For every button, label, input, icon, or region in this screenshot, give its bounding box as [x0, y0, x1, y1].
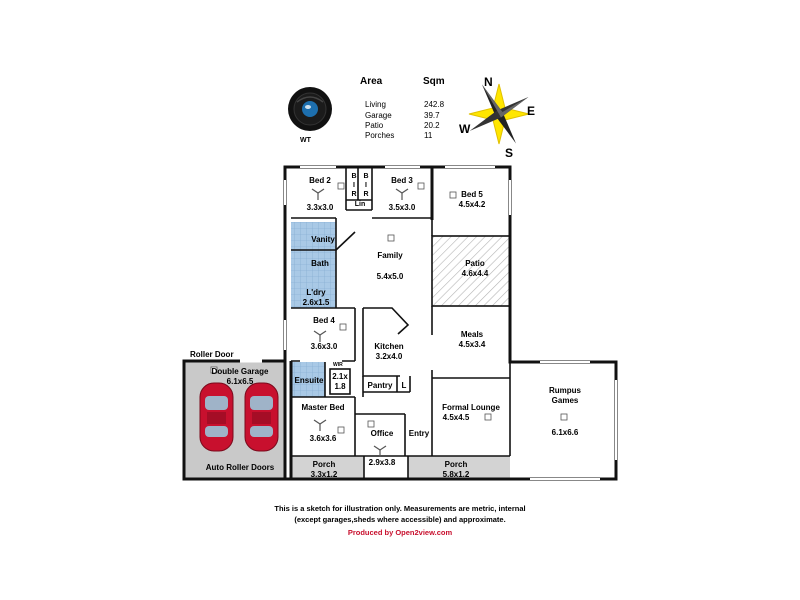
garage-doors-label: Auto Roller Doors: [205, 463, 275, 472]
patio-hatch: [432, 236, 510, 306]
bath-label: Bath: [311, 259, 329, 268]
disclaimer-line-2: (except garages,sheds where accessible) …: [294, 515, 506, 524]
porch2-size: 5.8x1.2: [442, 470, 470, 479]
compass-s: S: [505, 146, 513, 160]
formal-size: 4.5x4.5: [442, 413, 470, 422]
pantry-label: Pantry: [367, 381, 393, 390]
wt-logo-icon: [288, 87, 332, 131]
area-row-garage: Garage 39.7: [365, 111, 440, 120]
ensuite-label: Ensuite: [294, 376, 324, 385]
wet-area-ensuite: [291, 362, 325, 397]
wir-size-a: 2.1x: [332, 372, 348, 381]
area-row-patio: Patio 20.2: [365, 121, 440, 130]
car-left-icon: [199, 382, 234, 452]
area-header: Area: [360, 76, 383, 87]
ceiling-fan-icons: [311, 188, 409, 457]
area-row-porches: Porches 11: [365, 131, 433, 140]
porch2-label: Porch: [444, 460, 468, 469]
garage-label: Double Garage: [211, 367, 269, 376]
wet-area-bath-laundry: [291, 222, 336, 308]
compass-w: W: [459, 122, 471, 136]
entry-label: Entry: [408, 429, 430, 438]
roller-door-label: Roller Door: [190, 350, 234, 359]
car-right-icon: [244, 382, 279, 452]
meals-label: Meals: [460, 330, 484, 339]
porch1-label: Porch: [312, 460, 336, 469]
master-label: Master Bed: [301, 403, 345, 412]
vanity-label: Vanity: [311, 235, 335, 244]
bed2-size: 3.3x3.0: [306, 203, 334, 212]
patio-label: Patio: [465, 259, 485, 268]
interior-walls: [291, 167, 511, 479]
formal-label: Formal Lounge: [442, 403, 500, 412]
patio-size: 4.6x4.4: [461, 269, 489, 278]
porch-1-floor: [291, 456, 364, 478]
bed4-label: Bed 4: [313, 316, 335, 325]
wir-size-b: 1.8: [334, 382, 346, 391]
master-size: 3.6x3.6: [309, 434, 337, 443]
wt-logo: [287, 86, 333, 132]
detector-icons: [210, 182, 568, 434]
meals-size: 4.5x3.4: [458, 340, 486, 349]
ldry-size: 2.6x1.5: [302, 298, 330, 307]
bed3-label: Bed 3: [391, 176, 413, 185]
area-row-living: Living 242.8: [365, 100, 445, 109]
office-size: 2.9x3.8: [368, 458, 396, 467]
lin-label: Lin: [354, 201, 366, 208]
bed2-label: Bed 2: [309, 176, 331, 185]
brand-link[interactable]: Open2view.com: [395, 528, 453, 537]
wir-label: WIR: [333, 362, 343, 368]
garage-size: 6.1x6.5: [226, 377, 254, 386]
windows: [284, 166, 617, 480]
ldry-label: L'dry: [306, 288, 326, 297]
logo-label: WT: [300, 137, 311, 144]
bed5-label: Bed 5: [461, 190, 483, 199]
family-label: Family: [377, 251, 403, 260]
bed4-size: 3.6x3.0: [310, 342, 338, 351]
compass-rose-icon: N E S W: [459, 75, 535, 160]
sqm-header: Sqm: [423, 76, 445, 87]
porch1-size: 3.3x1.2: [310, 470, 338, 479]
family-size: 5.4x5.0: [376, 272, 404, 281]
compass-n: N: [484, 75, 493, 89]
l-label: L: [401, 381, 407, 390]
bed3-size: 3.5x3.0: [388, 203, 416, 212]
produced-by: Produced by Open2view.com: [347, 528, 453, 537]
office-label: Office: [370, 429, 394, 438]
disclaimer-line-1: This is a sketch for illustration only. …: [274, 504, 526, 513]
kitchen-size: 3.2x4.0: [375, 352, 403, 361]
rumpus-size: 6.1x6.6: [551, 428, 579, 437]
bed5-size: 4.5x4.2: [458, 200, 486, 209]
porch-2-floor: [408, 456, 510, 478]
kitchen-label: Kitchen: [374, 342, 404, 351]
compass-e: E: [527, 104, 535, 118]
compass: N E S W: [452, 72, 552, 162]
